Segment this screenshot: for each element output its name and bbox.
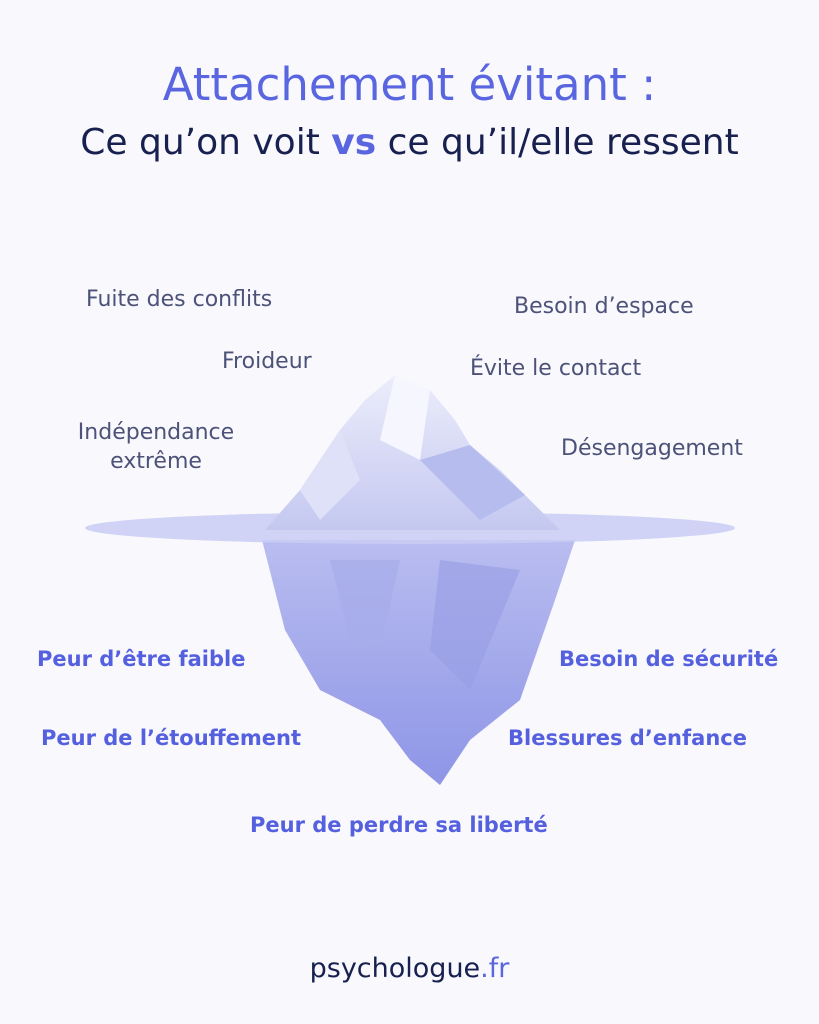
- title-line-1: Attachement évitant :: [162, 58, 657, 111]
- label-blessures-d-enfance: Blessures d’enfance: [508, 726, 747, 750]
- label-evite-le-contact: Évite le contact: [470, 356, 642, 381]
- psychologue-logo: psychologue.fr: [0, 953, 819, 984]
- logo-tld: .fr: [480, 953, 510, 984]
- label-peur-d-etre-faible: Peur d’être faible: [37, 647, 246, 671]
- label-besoin-d-espace: Besoin d’espace: [514, 294, 694, 319]
- label-froideur: Froideur: [222, 349, 312, 374]
- label-desengagement: Désengagement: [561, 436, 743, 461]
- title-part-a: Ce qu’on voit: [80, 122, 332, 163]
- label-fuite-des-conflits: Fuite des conflits: [86, 287, 273, 312]
- title-vs: vs: [331, 122, 377, 163]
- label-line: extrême: [110, 449, 202, 474]
- label-besoin-de-securite: Besoin de sécurité: [559, 647, 779, 671]
- label-peur-de-perdre-sa-liberte: Peur de perdre sa liberté: [250, 813, 548, 837]
- label-independance-extreme: Indépendance extrême: [60, 420, 252, 474]
- label-peur-de-l-etouffement: Peur de l’étouffement: [41, 726, 302, 750]
- title-line-2: Ce qu’on voit vs ce qu’il/elle ressent: [0, 122, 819, 163]
- label-line: Indépendance: [77, 420, 235, 445]
- logo-name: psychologue: [309, 953, 481, 984]
- title-part-b: ce qu’il/elle ressent: [376, 122, 739, 163]
